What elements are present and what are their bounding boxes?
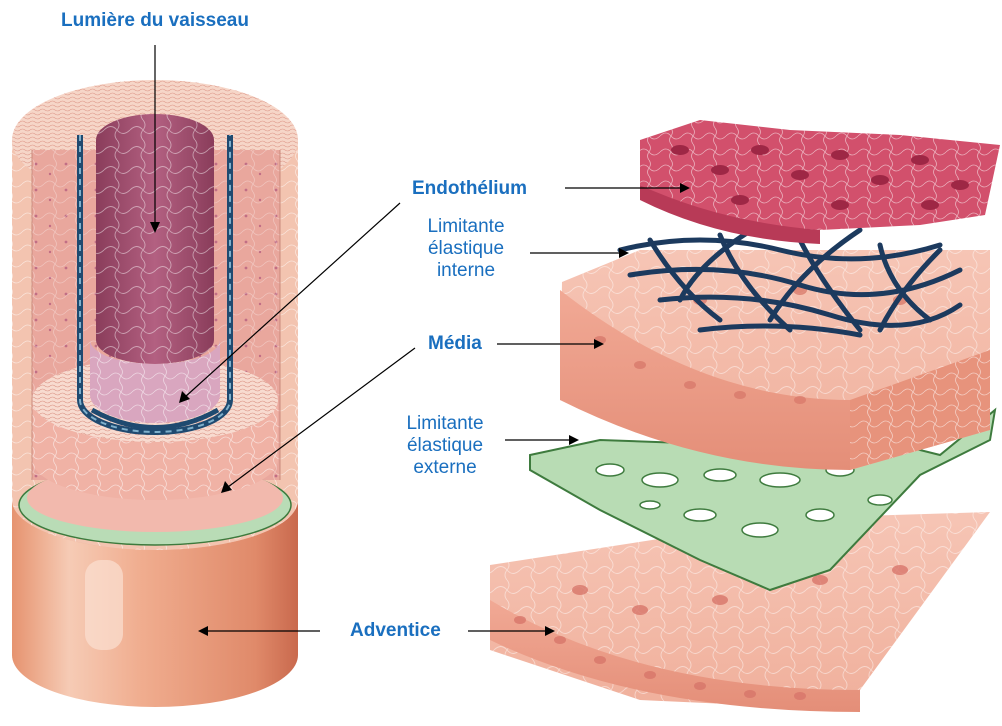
internal-elastic-line-2: élastique <box>408 238 524 260</box>
external-elastic-line-1: Limitante <box>387 413 503 435</box>
external-elastic-label: Limitante élastique externe <box>387 413 503 479</box>
endothelium-label: Endothélium <box>412 178 527 200</box>
internal-elastic-line-3: interne <box>408 260 524 282</box>
vessel-layers-exploded-illustration <box>490 120 1000 712</box>
external-elastic-line-2: élastique <box>387 435 503 457</box>
media-label: Média <box>428 333 482 355</box>
internal-elastic-label: Limitante élastique interne <box>408 216 524 282</box>
internal-elastic-line-1: Limitante <box>408 216 524 238</box>
lumen-label: Lumière du vaisseau <box>61 10 249 32</box>
adventitia-label: Adventice <box>350 620 441 642</box>
external-elastic-line-3: externe <box>387 457 503 479</box>
